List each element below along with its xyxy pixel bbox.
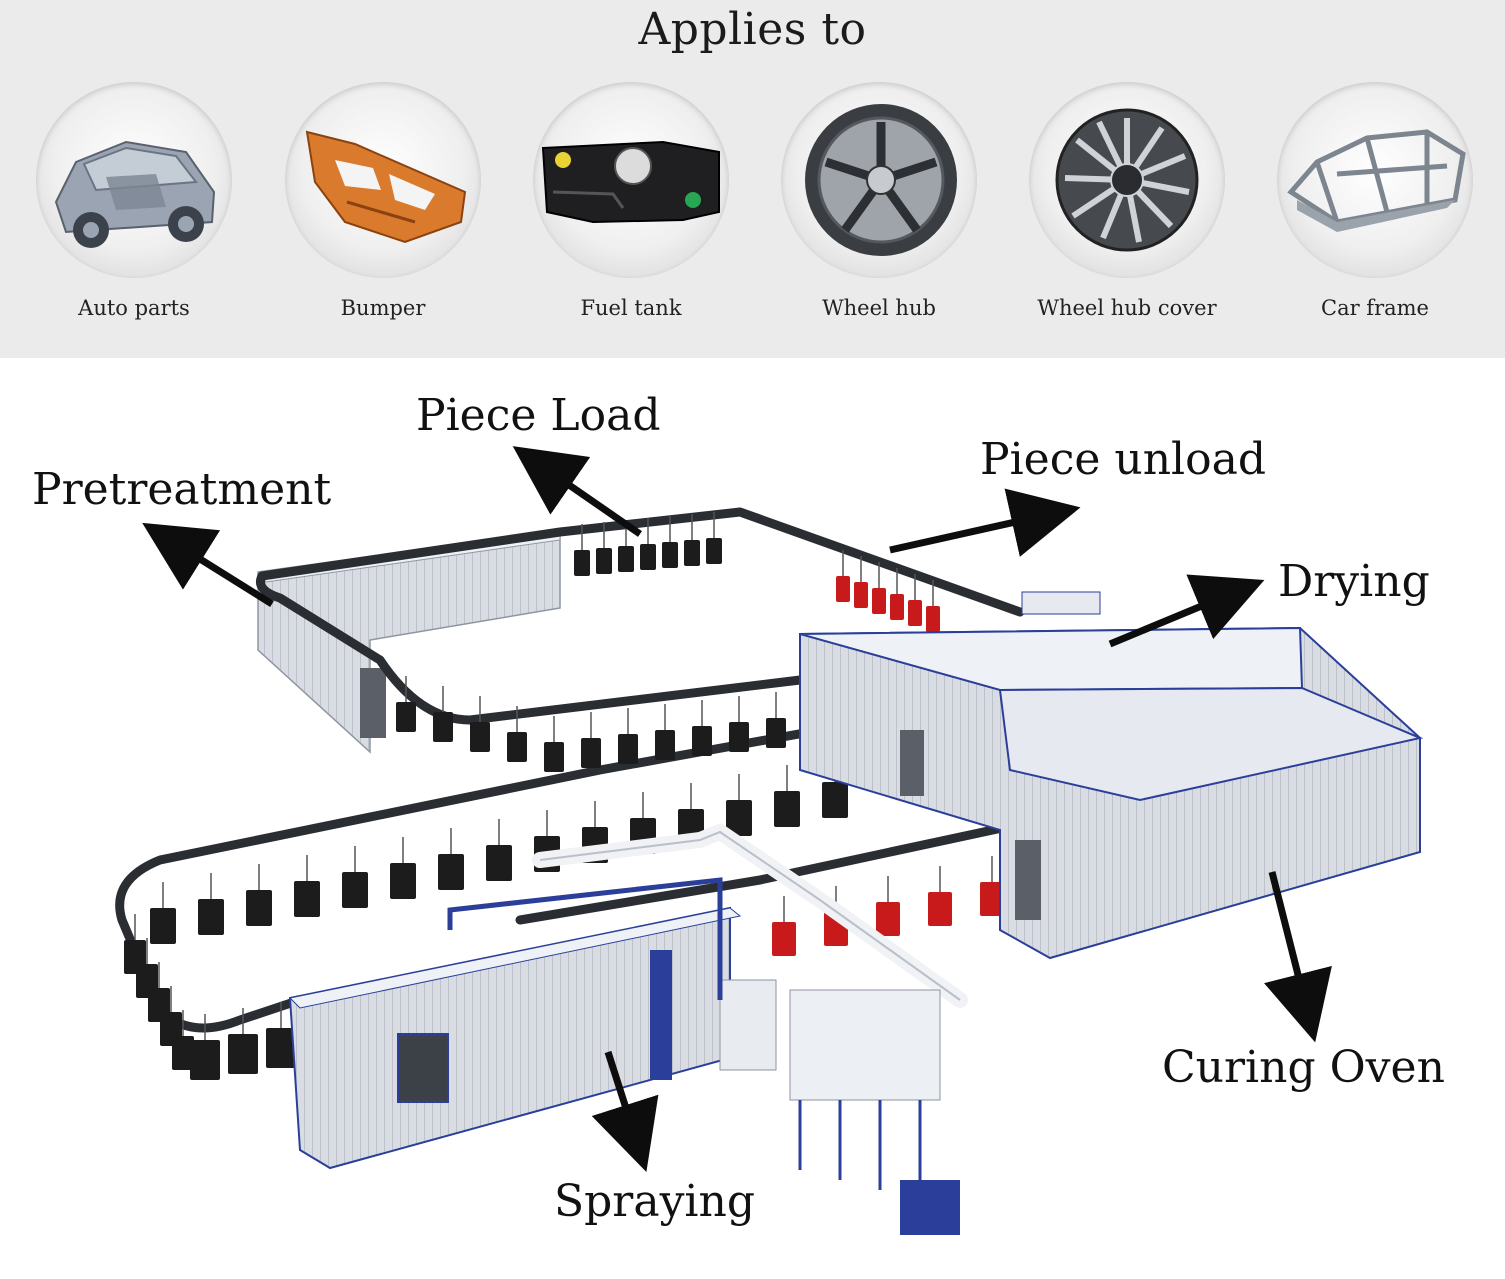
hanging-part: [596, 548, 612, 574]
bumper-label: Bumper: [340, 296, 426, 320]
arrow-curing-oven: [1264, 871, 1332, 1043]
hanging-part: [228, 1034, 258, 1074]
process-arrows: [142, 446, 1332, 1173]
hanging-part: [618, 546, 634, 572]
hanging-part: [774, 791, 800, 827]
label-piece-load: Piece Load: [416, 390, 661, 441]
label-pretreatment: Pretreatment: [32, 464, 332, 515]
hanging-part: [692, 726, 712, 756]
fuel-tank-image: [533, 82, 729, 278]
auto-parts-icon: [54, 140, 216, 248]
arrow-drying: [1108, 574, 1265, 648]
hanging-part: [246, 890, 272, 926]
wheel-hub-label: Wheel hub: [822, 296, 936, 320]
hanging-part-red: [908, 600, 922, 626]
wheel-hub-cover-image: [1029, 82, 1225, 278]
coating-line-diagram: [115, 446, 1424, 1235]
hanging-part: [190, 1040, 220, 1080]
hanging-part: [390, 863, 416, 899]
hanging-part: [396, 702, 416, 732]
hanging-part: [294, 881, 320, 917]
label-curing-oven: Curing Oven: [1162, 1042, 1445, 1093]
fuel-tank-label: Fuel tank: [580, 296, 682, 320]
car-frame-image: [1277, 82, 1473, 278]
hanging-part: [729, 722, 749, 752]
label-piece-unload: Piece unload: [980, 434, 1267, 485]
hanging-part-red: [928, 892, 952, 926]
hanging-part-red: [772, 922, 796, 956]
car-frame-label: Car frame: [1321, 296, 1429, 320]
hanging-part: [655, 730, 675, 760]
hanging-part: [342, 872, 368, 908]
hanging-part: [726, 800, 752, 836]
hanging-part: [507, 732, 527, 762]
wheel-hub-cover-icon: [1055, 108, 1199, 252]
spraying-booth: [288, 822, 968, 1170]
arrow-piece-load: [512, 446, 642, 537]
hanging-part: [662, 542, 678, 568]
hanging-part-red: [854, 582, 868, 608]
hanging-part-red: [926, 606, 940, 632]
hanging-part: [766, 718, 786, 748]
hanging-part-red: [836, 576, 850, 602]
bumper-icon: [305, 130, 467, 244]
hanging-part: [433, 712, 453, 742]
bumper-image: [285, 82, 481, 278]
hanging-part: [822, 782, 848, 818]
wheel-hub-icon: [805, 104, 957, 256]
auto-parts-image: [36, 82, 232, 278]
hanging-part: [574, 550, 590, 576]
car-frame-icon: [1287, 129, 1466, 232]
arrow-piece-unload: [889, 488, 1081, 557]
hanging-part: [706, 538, 722, 564]
hanging-part: [172, 1036, 194, 1070]
label-spraying: Spraying: [554, 1176, 756, 1227]
arrow-spraying: [591, 1050, 659, 1173]
hanging-part-red: [980, 882, 1004, 916]
hanging-part: [581, 738, 601, 768]
cyclone-filters: [789, 989, 960, 1235]
hanging-part: [486, 845, 512, 881]
hanging-part: [640, 544, 656, 570]
hanging-part: [150, 908, 176, 944]
wheel-hub-cover-label: Wheel hub cover: [1037, 296, 1217, 320]
hanging-part: [266, 1028, 296, 1068]
wheel-hub-image: [781, 82, 977, 278]
hanging-part-red: [876, 902, 900, 936]
conveyor-rail: [115, 507, 1035, 1033]
hanging-part-red: [890, 594, 904, 620]
hanging-part: [438, 854, 464, 890]
curing-oven: [799, 591, 1424, 960]
section-title: Applies to: [638, 4, 867, 55]
hanging-part: [544, 742, 564, 772]
fuel-tank-icon: [541, 140, 720, 224]
applications-band: Applies to Auto parts Bumper: [0, 0, 1505, 358]
arrow-pretreatment: [142, 522, 274, 607]
label-drying: Drying: [1278, 556, 1430, 607]
hanging-part: [618, 734, 638, 764]
hanging-part: [198, 899, 224, 935]
auto-parts-label: Auto parts: [78, 296, 190, 320]
hanging-part: [470, 722, 490, 752]
hanging-part-red: [872, 588, 886, 614]
hanging-part: [684, 540, 700, 566]
